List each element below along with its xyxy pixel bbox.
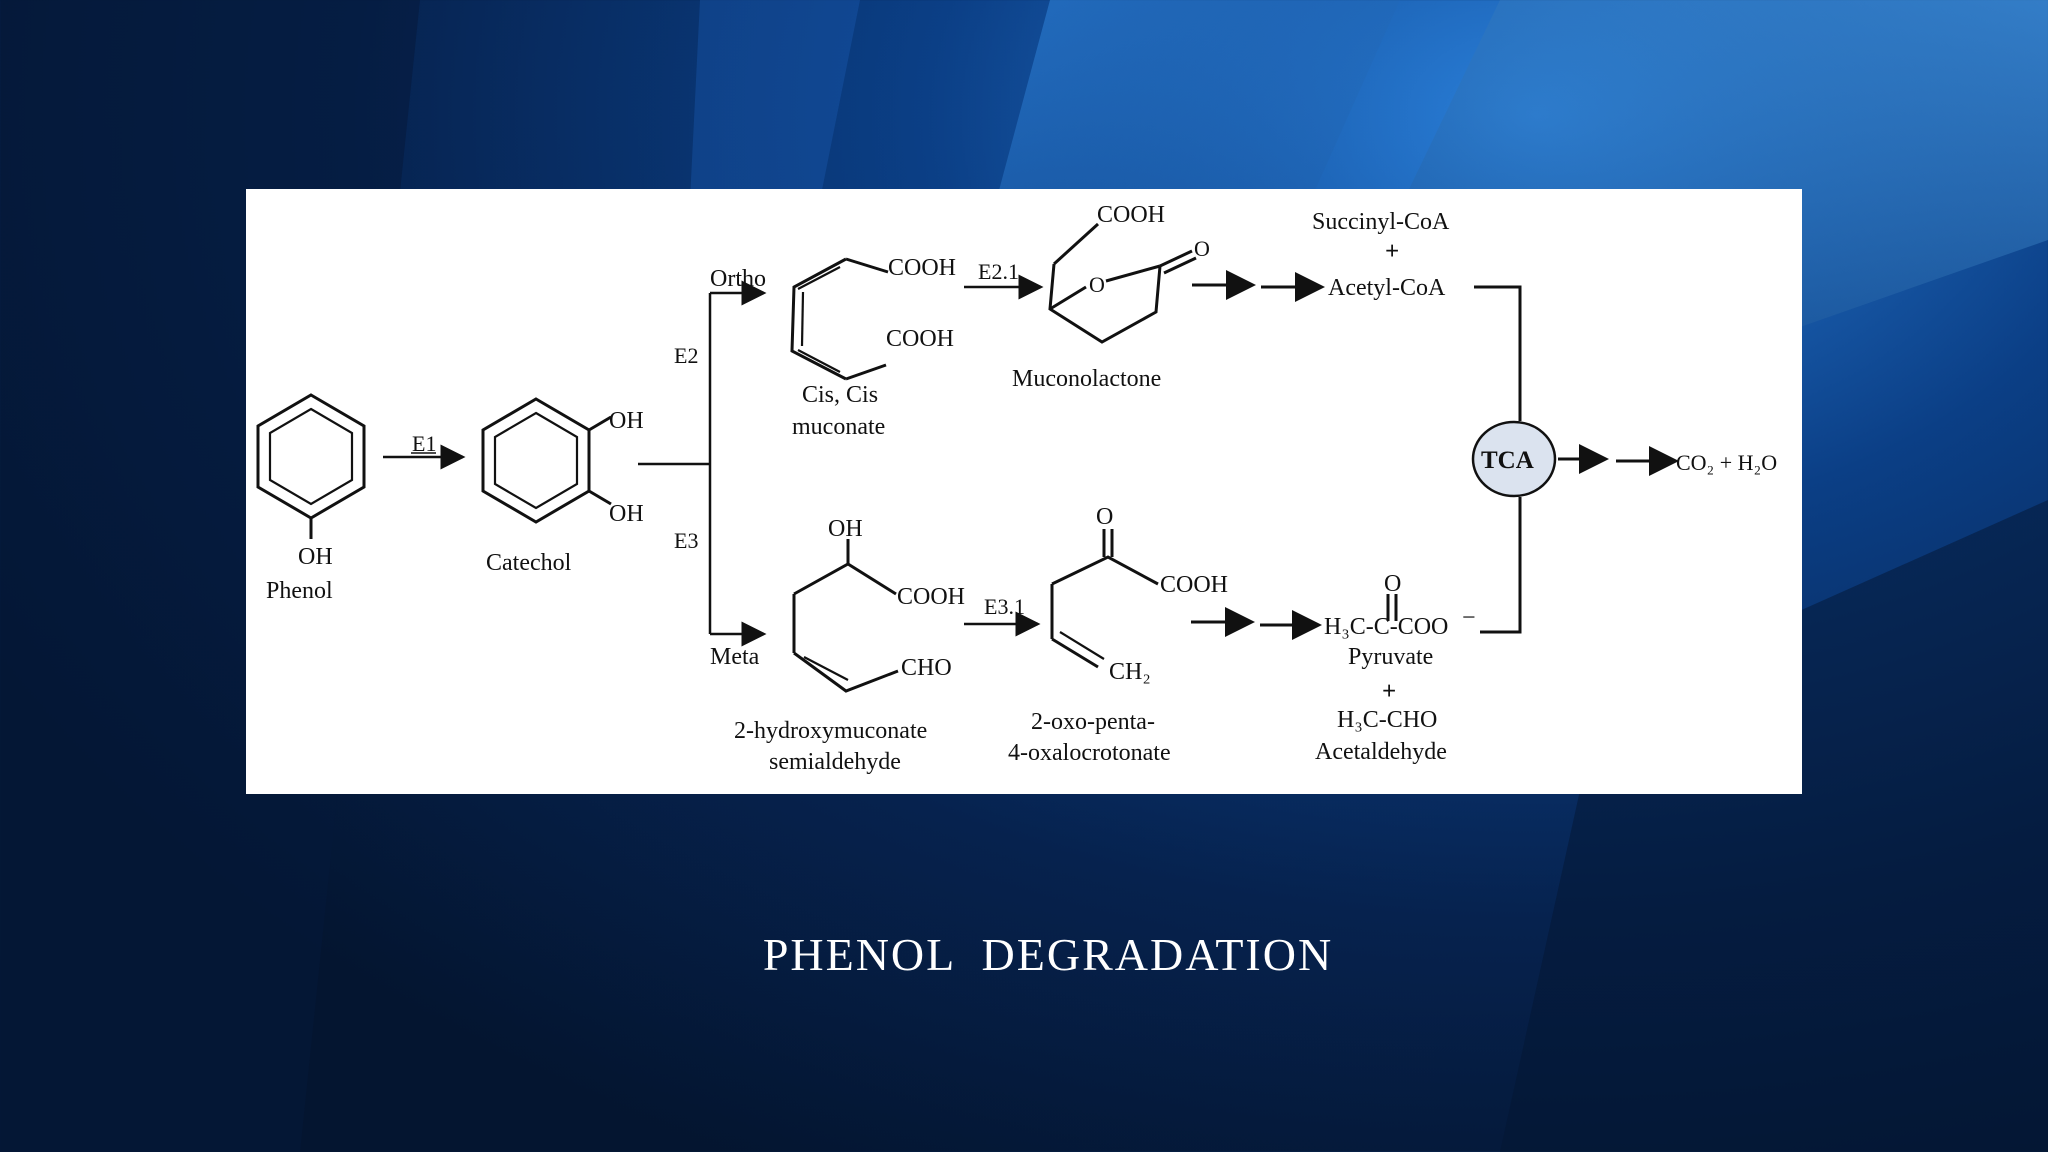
oxo-ch2-label: CH₂ (1109, 659, 1151, 685)
muconolactone-label: Muconolactone (1012, 366, 1161, 392)
co2-h2o-label: CO₂ + H₂O (1676, 450, 1777, 475)
hms-label-2: semialdehyde (769, 749, 901, 775)
phenol-degradation-diagram: OH Phenol E1 OH OH Catechol Ortho Meta E… (256, 202, 1777, 775)
plus-sign-2: + (1382, 678, 1396, 705)
hydroxymuconate-semialdehyde-structure (792, 539, 899, 693)
tca-label: TCA (1481, 447, 1534, 474)
acetyl-coa-label: Acetyl-CoA (1328, 275, 1446, 301)
oxo-label-1: 2-oxo-penta- (1031, 709, 1155, 735)
tca-node (1471, 420, 1557, 498)
pyruvate-o-label: O (1384, 571, 1401, 597)
phenol-label: Phenol (266, 578, 333, 604)
e21-label: E2.1 (978, 259, 1019, 284)
acetaldehyde-formula: H₃C-CHO (1337, 707, 1437, 733)
cis-cis-label-2: muconate (792, 414, 885, 440)
e3-label: E3 (674, 528, 698, 553)
branch-lines (638, 293, 712, 634)
e1-label: E1 (412, 431, 436, 456)
catechol-structure (481, 397, 612, 524)
phenol-oh-label: OH (298, 544, 333, 570)
pyruvate-formula: H₃C-C-COO (1324, 614, 1448, 640)
hms-label-1: 2-hydroxymuconate (734, 718, 927, 744)
hms-cooh-label: COOH (897, 584, 965, 610)
catechol-oh-top: OH (609, 408, 644, 434)
oxalocrotonate-structure (1050, 529, 1159, 669)
hms-oh-label: OH (828, 516, 863, 542)
lactone-carbonyl-oxygen: O (1194, 236, 1210, 261)
lactone-ring-oxygen: O (1089, 272, 1105, 297)
succinyl-coa-label: Succinyl-CoA (1312, 209, 1450, 235)
pyruvate-carbonyl (1386, 594, 1398, 621)
oxo-label-2: 4-oxalocrotonate (1008, 740, 1171, 766)
meta-label: Meta (710, 644, 760, 670)
e31-label: E3.1 (984, 594, 1025, 619)
acetaldehyde-label: Acetaldehyde (1315, 739, 1447, 765)
pathway-diagram-panel: OH Phenol E1 OH OH Catechol Ortho Meta E… (246, 189, 1802, 794)
tca-connectors (1474, 285, 1522, 634)
ortho-label: Ortho (710, 266, 766, 292)
catechol-oh-bottom: OH (609, 501, 644, 527)
cis-cooh-bottom: COOH (886, 326, 954, 352)
pyruvate-charge: − (1462, 605, 1476, 631)
oxo-o-label: O (1096, 504, 1113, 530)
slide-title: PHENOL DEGRADATION (762, 929, 1334, 980)
oxo-cooh-label: COOH (1160, 572, 1228, 598)
cis-cis-muconate-structure (790, 257, 889, 381)
plus-sign-1: + (1385, 238, 1399, 265)
cis-cis-label-1: Cis, Cis (802, 382, 878, 408)
e2-label: E2 (674, 343, 698, 368)
muconolactone-structure (1048, 222, 1197, 344)
catechol-label: Catechol (486, 550, 572, 576)
pyruvate-label: Pyruvate (1348, 644, 1433, 670)
lactone-cooh: COOH (1097, 202, 1165, 228)
hms-cho-label: CHO (901, 655, 952, 681)
phenol-structure (256, 393, 366, 539)
cis-cooh-top: COOH (888, 255, 956, 281)
